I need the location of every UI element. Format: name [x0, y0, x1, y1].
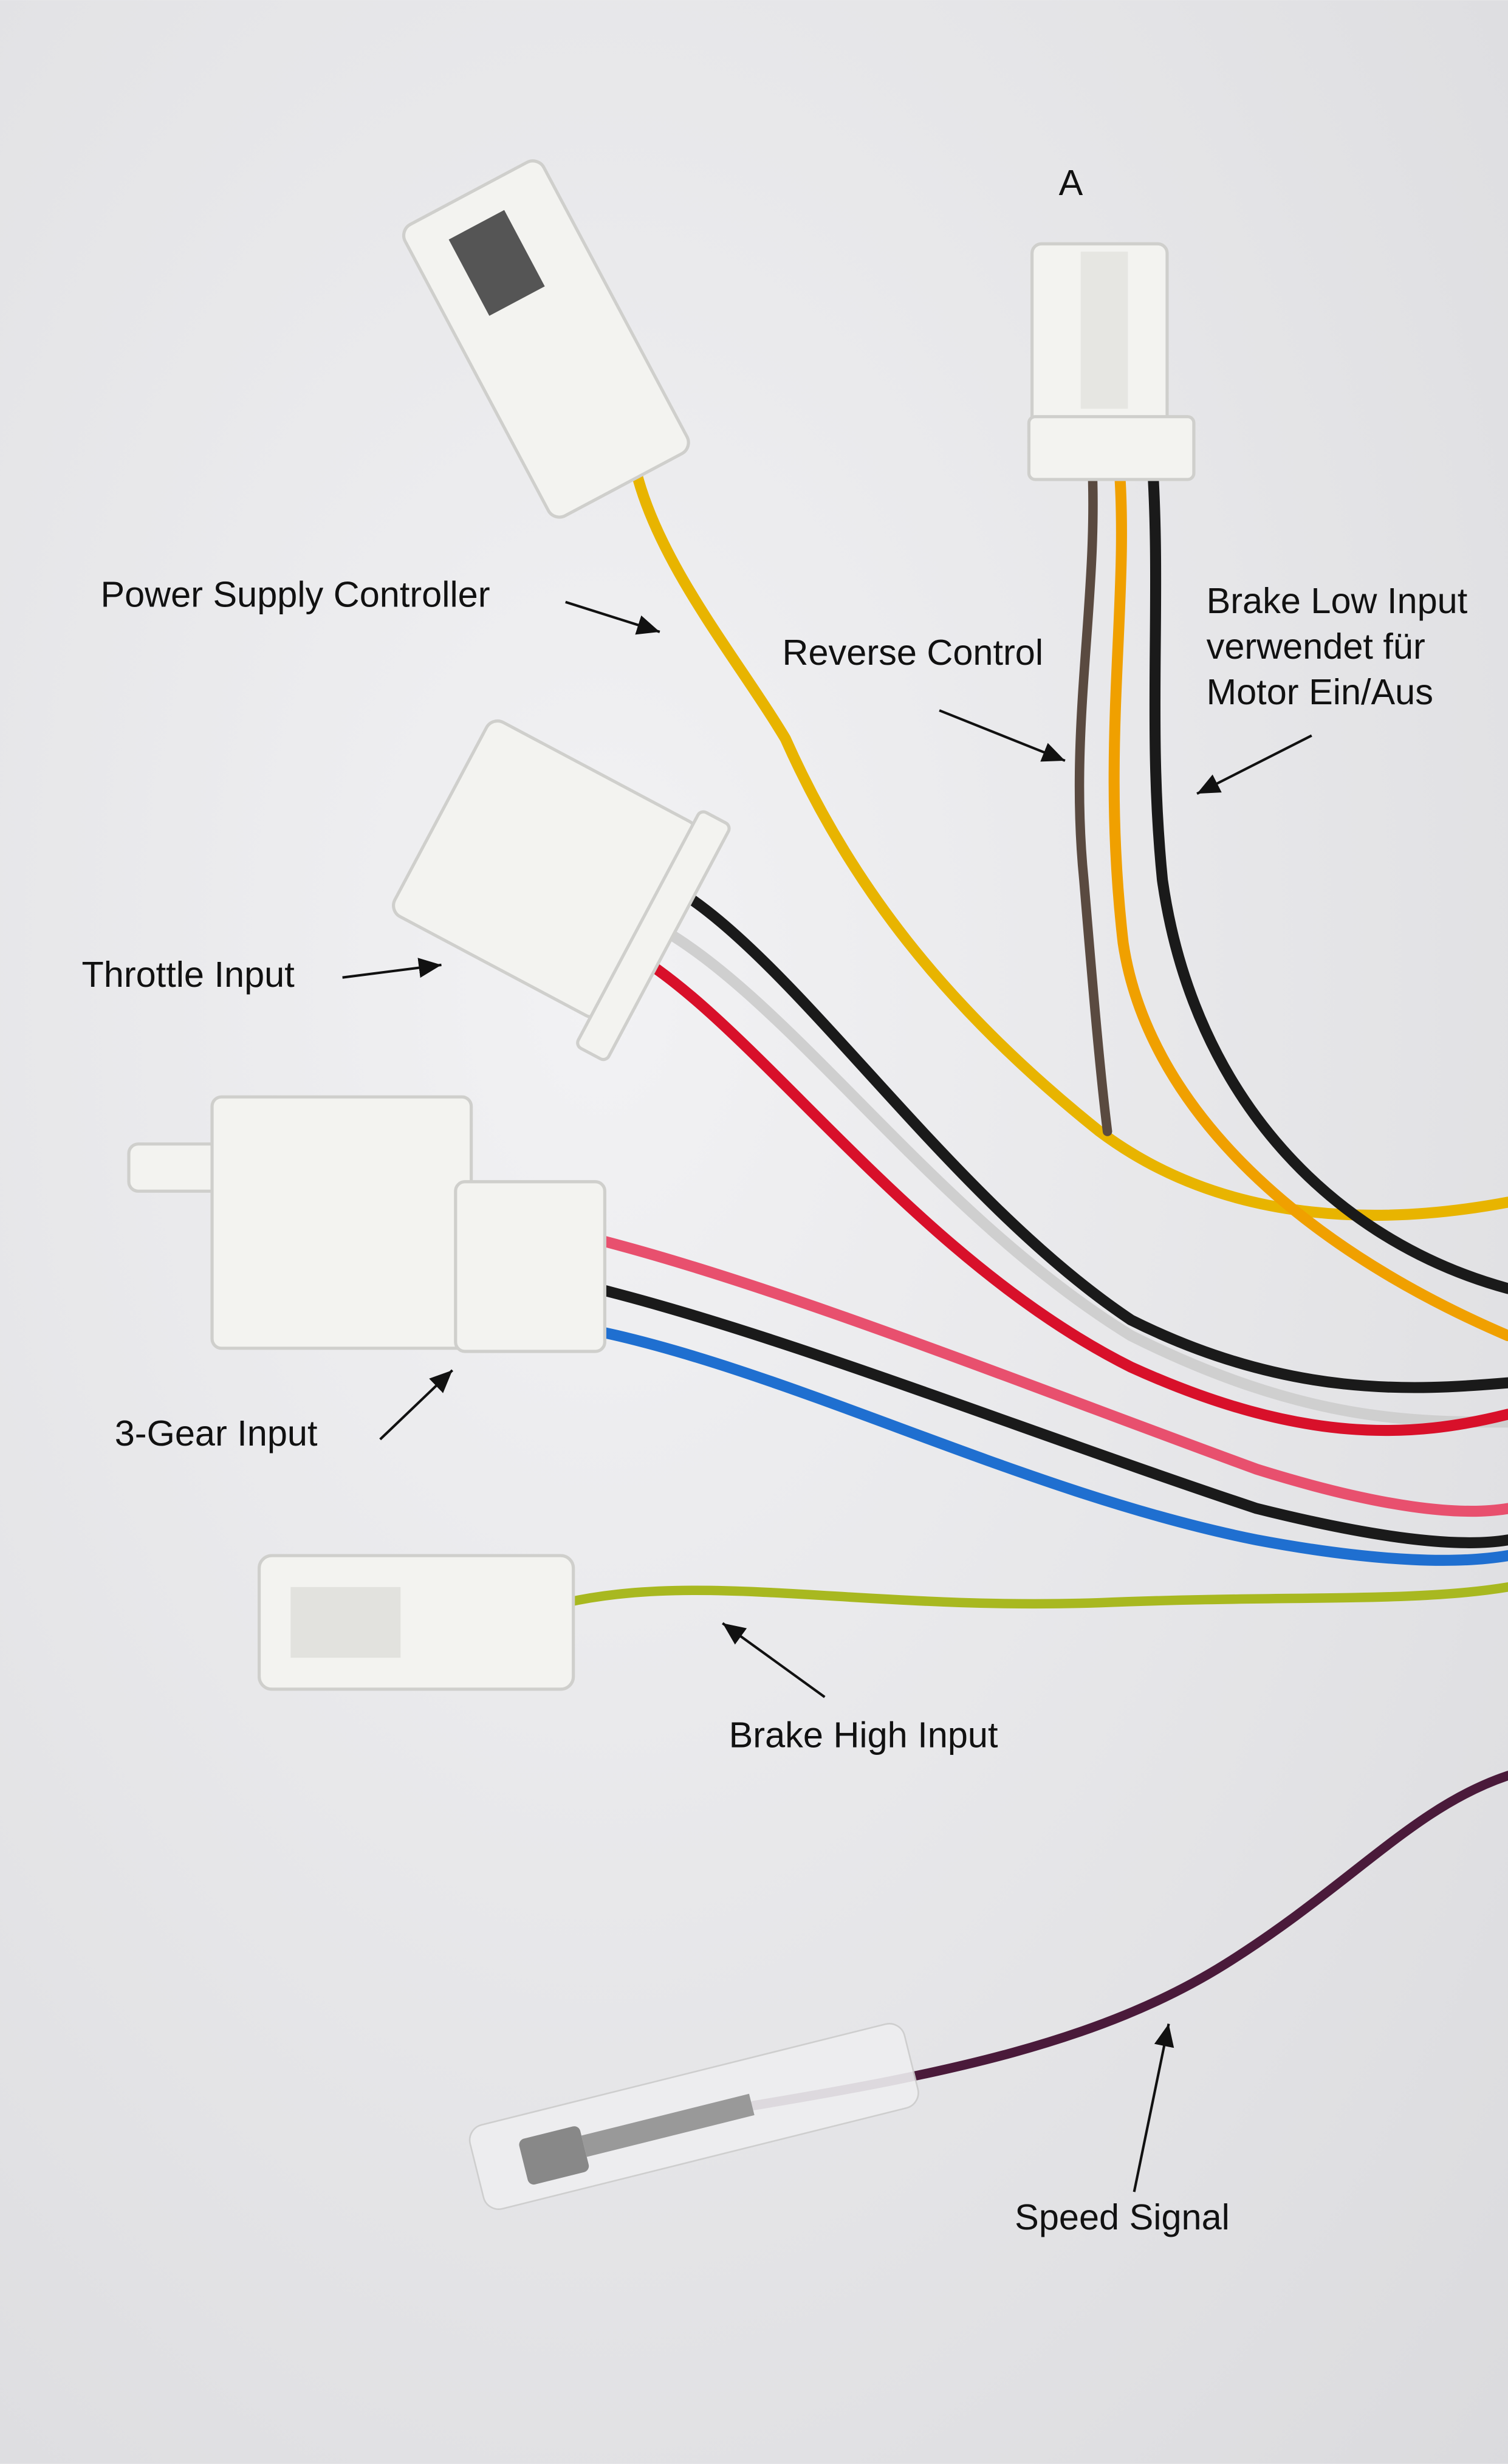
label-brake-low-3: Motor Ein/Aus [1207, 671, 1433, 712]
label-reverse: Reverse Control [783, 632, 1044, 673]
throttle-connector [392, 719, 731, 1062]
arrow-reverse [939, 709, 1066, 762]
power-connector [402, 159, 690, 519]
label-brake-low-2: verwendet für [1207, 626, 1425, 667]
gear-blue-wire [575, 1322, 1508, 1566]
label-power-supply: Power Supply Controller [100, 574, 490, 615]
gear-pink-wire [599, 1235, 1508, 1517]
arrow-speed [1133, 2023, 1174, 2192]
orange-wire [1108, 450, 1508, 1342]
label-gear: 3-Gear Input [115, 1413, 318, 1453]
speed-sensor [468, 2023, 919, 2210]
gear-connector [127, 1095, 606, 1353]
gear-black-wire [591, 1283, 1508, 1548]
brake-low-black-wire [1146, 442, 1508, 1294]
reverse-wire-dark [1074, 451, 1112, 1136]
label-brake-high: Brake High Input [729, 1715, 998, 1755]
label-speed: Speed Signal [1015, 2197, 1230, 2237]
arrow-power-supply [565, 600, 660, 635]
throttle-red-wire [623, 945, 1508, 1436]
throttle-black-wire [654, 874, 1508, 1393]
arrow-brake-high [722, 1622, 826, 1698]
arrow-throttle [342, 958, 442, 979]
arrow-gear [379, 1369, 454, 1441]
connectors [127, 159, 1196, 2210]
label-brake-low-1: Brake Low Input [1207, 580, 1468, 621]
yellow-wire [631, 466, 1508, 1221]
throttle-white-wire [638, 913, 1508, 1428]
label-throttle: Throttle Input [81, 954, 295, 995]
label-a: A [1059, 162, 1083, 203]
brake-high-wire [560, 1582, 1508, 1609]
connector-a [1027, 242, 1196, 481]
brake-high-connector [258, 1554, 575, 1691]
arrow-brake-low [1196, 734, 1312, 795]
wires [560, 442, 1508, 2110]
